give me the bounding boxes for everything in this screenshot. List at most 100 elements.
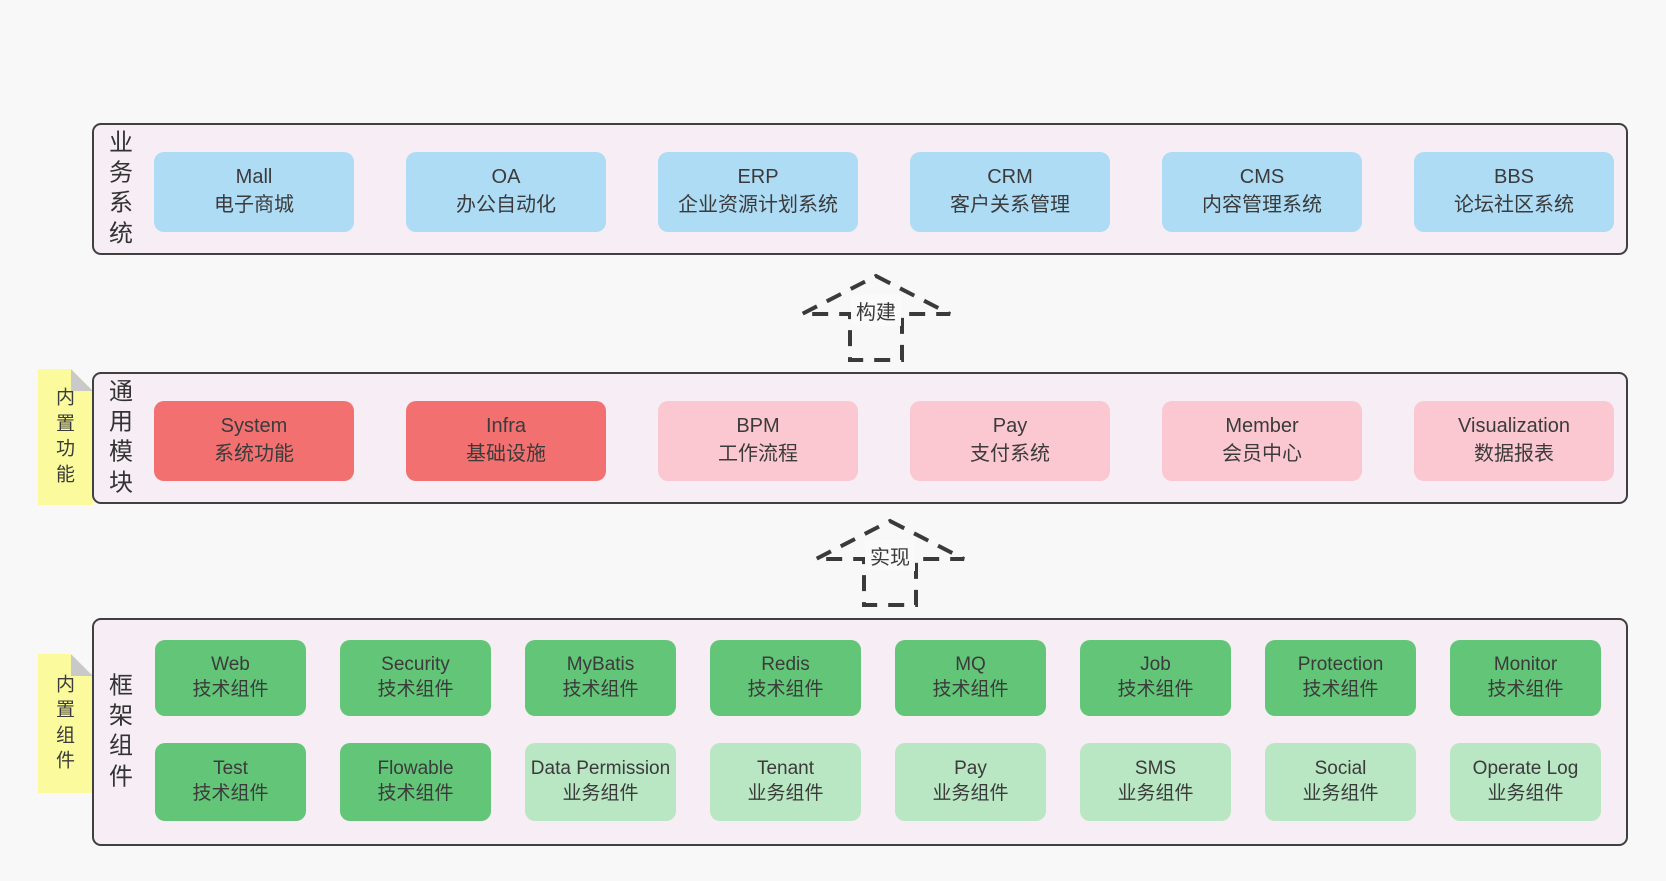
box-desc: 支付系统 xyxy=(970,443,1050,465)
box-infra: Infra 基础设施 xyxy=(406,401,606,481)
box-test: Test 技术组件 xyxy=(155,743,306,821)
box-job: Job 技术组件 xyxy=(1080,640,1231,716)
build-arrow-icon: 构建 xyxy=(790,271,962,365)
box-desc: 技术组件 xyxy=(377,783,454,804)
box-name: Mall xyxy=(235,166,273,189)
band-framework-components: 框架组件 Web 技术组件 Security 技术组件 MyBatis 技术组件… xyxy=(92,618,1628,846)
box-bpm: BPM 工作流程 xyxy=(658,401,858,481)
box-name: BBS xyxy=(1493,166,1535,189)
box-web: Web 技术组件 xyxy=(155,640,306,716)
box-mybatis: MyBatis 技术组件 xyxy=(525,640,676,716)
sticky-note-built-in-components: 内置组件 xyxy=(38,654,93,793)
band-title-common-modules: 通用模块 xyxy=(109,378,133,497)
box-mall: Mall 电子商城 xyxy=(154,152,354,232)
implement-arrow-icon: 实现 xyxy=(804,516,976,610)
box-desc: 技术组件 xyxy=(1302,679,1379,700)
box-desc: 基础设施 xyxy=(466,443,546,465)
box-desc: 技术组件 xyxy=(1117,679,1194,700)
box-desc: 会员中心 xyxy=(1222,443,1302,465)
box-name: CMS xyxy=(1239,166,1285,189)
box-name: BPM xyxy=(736,415,780,438)
box-pay: Pay 支付系统 xyxy=(910,401,1110,481)
box-desc: 技术组件 xyxy=(562,679,639,700)
box-desc: 业务组件 xyxy=(1487,783,1564,804)
box-social: Social 业务组件 xyxy=(1265,743,1416,821)
box-desc: 技术组件 xyxy=(192,679,269,700)
box-flowable: Flowable 技术组件 xyxy=(340,743,491,821)
box-name: Social xyxy=(1314,758,1367,780)
common-modules-row: System 系统功能 Infra 基础设施 BPM 工作流程 Pay 支付系统… xyxy=(154,401,1614,481)
box-name: OA xyxy=(491,166,521,189)
box-tenant: Tenant 业务组件 xyxy=(710,743,861,821)
box-monitor: Monitor 技术组件 xyxy=(1450,640,1601,716)
implement-arrow-label: 实现 xyxy=(865,540,915,571)
box-name: MQ xyxy=(955,654,986,676)
box-name: ERP xyxy=(737,166,779,189)
box-name: Infra xyxy=(485,415,527,438)
box-desc: 技术组件 xyxy=(932,679,1009,700)
box-desc: 业务组件 xyxy=(747,783,824,804)
box-pay-biz: Pay 业务组件 xyxy=(895,743,1046,821)
box-name: Member xyxy=(1225,415,1299,438)
box-desc: 工作流程 xyxy=(718,443,798,465)
box-name: MyBatis xyxy=(566,654,635,676)
business-systems-row: Mall 电子商城 OA 办公自动化 ERP 企业资源计划系统 CRM 客户关系… xyxy=(154,152,1614,232)
box-desc: 论坛社区系统 xyxy=(1454,194,1574,216)
box-desc: 数据报表 xyxy=(1474,443,1554,465)
sticky-note-built-in-features: 内置功能 xyxy=(38,369,93,505)
tech-components-row: Web 技术组件 Security 技术组件 MyBatis 技术组件 Redi… xyxy=(155,640,1601,716)
box-desc: 业务组件 xyxy=(1117,783,1194,804)
box-name: Data Permission xyxy=(530,758,671,780)
box-desc: 技术组件 xyxy=(1487,679,1564,700)
box-name: Redis xyxy=(761,654,810,676)
box-mq: MQ 技术组件 xyxy=(895,640,1046,716)
band-title-framework-components: 框架组件 xyxy=(109,672,133,791)
box-name: Tenant xyxy=(756,758,815,780)
box-data-permission: Data Permission 业务组件 xyxy=(525,743,676,821)
box-desc: 业务组件 xyxy=(562,783,639,804)
box-name: Flowable xyxy=(377,758,454,780)
box-desc: 系统功能 xyxy=(214,443,294,465)
box-name: Job xyxy=(1140,654,1171,676)
box-system: System 系统功能 xyxy=(154,401,354,481)
box-desc: 技术组件 xyxy=(747,679,824,700)
box-name: Operate Log xyxy=(1472,758,1579,780)
box-redis: Redis 技术组件 xyxy=(710,640,861,716)
box-desc: 电子商城 xyxy=(214,194,294,216)
biz-components-row: Test 技术组件 Flowable 技术组件 Data Permission … xyxy=(155,743,1601,821)
box-erp: ERP 企业资源计划系统 xyxy=(658,152,858,232)
box-name: Protection xyxy=(1297,654,1384,676)
box-cms: CMS 内容管理系统 xyxy=(1162,152,1362,232)
box-name: CRM xyxy=(987,166,1033,189)
box-name: Test xyxy=(213,758,248,780)
box-name: Monitor xyxy=(1493,654,1558,676)
sticky-note-label: 内置组件 xyxy=(55,674,75,773)
box-desc: 业务组件 xyxy=(1302,783,1379,804)
box-desc: 企业资源计划系统 xyxy=(678,194,838,216)
band-common-modules: 通用模块 System 系统功能 Infra 基础设施 BPM 工作流程 Pay… xyxy=(92,372,1628,504)
box-security: Security 技术组件 xyxy=(340,640,491,716)
box-name: System xyxy=(220,415,288,438)
box-name: Security xyxy=(381,654,450,676)
box-desc: 技术组件 xyxy=(192,783,269,804)
box-desc: 内容管理系统 xyxy=(1202,194,1322,216)
box-protection: Protection 技术组件 xyxy=(1265,640,1416,716)
framework-components-rows: Web 技术组件 Security 技术组件 MyBatis 技术组件 Redi… xyxy=(155,640,1601,821)
box-desc: 客户关系管理 xyxy=(950,194,1070,216)
sticky-note-label: 内置功能 xyxy=(55,387,75,486)
box-desc: 业务组件 xyxy=(932,783,1009,804)
box-crm: CRM 客户关系管理 xyxy=(910,152,1110,232)
box-desc: 办公自动化 xyxy=(456,194,556,216)
build-arrow-label: 构建 xyxy=(851,295,901,326)
box-member: Member 会员中心 xyxy=(1162,401,1362,481)
box-bbs: BBS 论坛社区系统 xyxy=(1414,152,1614,232)
box-sms: SMS 业务组件 xyxy=(1080,743,1231,821)
box-name: Pay xyxy=(954,758,987,780)
box-oa: OA 办公自动化 xyxy=(406,152,606,232)
box-name: Pay xyxy=(992,415,1028,438)
box-desc: 技术组件 xyxy=(377,679,454,700)
box-name: Web xyxy=(211,654,250,676)
box-name: Visualization xyxy=(1458,415,1570,438)
box-visualization: Visualization 数据报表 xyxy=(1414,401,1614,481)
